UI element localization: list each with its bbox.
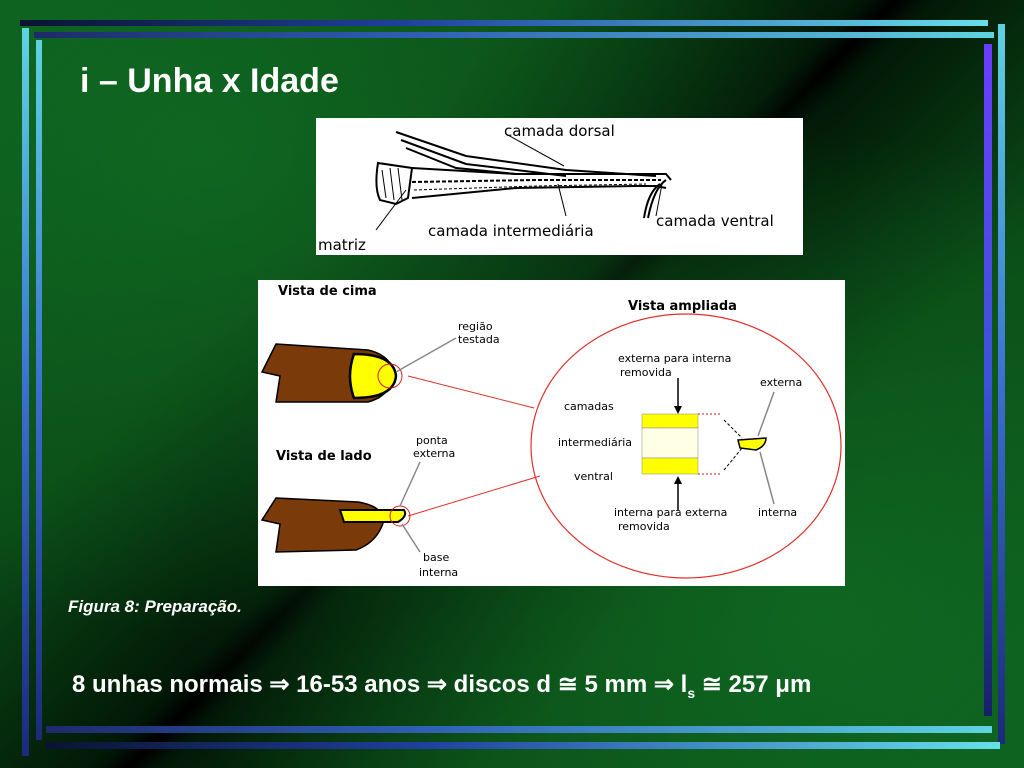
label-intermediaria: intermediária <box>558 436 632 449</box>
label-vista-ampliada: Vista ampliada <box>628 299 737 314</box>
summary-text-1: 8 unhas normais <box>72 671 270 698</box>
label-camada-dorsal: camada dorsal <box>504 122 615 140</box>
subscript-s: s <box>687 684 696 701</box>
label-testada: testada <box>458 333 500 346</box>
label-ponta: ponta <box>416 434 448 447</box>
label-ventral: ventral <box>574 470 613 483</box>
label-camadas: camadas <box>564 400 614 413</box>
frame-top-bar <box>34 32 994 38</box>
label-vista-de-cima: Vista de cima <box>278 284 377 299</box>
frame-bottom-bar <box>46 726 992 733</box>
label-ext-int-2: removida <box>620 366 672 379</box>
implies-symbol-2: ⇒ <box>426 671 448 698</box>
approx-symbol-1: ≅ <box>557 671 578 698</box>
summary-text-2: 16-53 anos <box>289 671 427 698</box>
label-externa-ponta: externa <box>413 447 455 460</box>
label-camada-ventral: camada ventral <box>656 212 774 230</box>
frame-right-bar <box>984 44 992 716</box>
implies-symbol-3: ⇒ <box>653 671 674 698</box>
label-externa: externa <box>760 376 802 389</box>
finger-top-view <box>260 343 403 403</box>
layered-disc <box>641 413 720 475</box>
summary-text-3: discos d <box>447 671 558 698</box>
figure-caption: Figura 8: Preparação. <box>68 597 242 616</box>
preparation-figure: Vista de cima Vista ampliada região test… <box>258 280 845 586</box>
implies-symbol-1: ⇒ <box>269 671 290 698</box>
slide-title: i – Unha x Idade <box>80 62 339 100</box>
frame-left-inner-bar <box>36 40 42 740</box>
finger-side-view <box>260 497 411 553</box>
nail-layers-figure: camada dorsal matriz camada intermediári… <box>316 118 803 255</box>
label-matriz: matriz <box>318 236 366 254</box>
label-int-ext-1: interna para externa <box>614 506 727 519</box>
frame-right-outer-bar <box>998 24 1005 744</box>
label-camada-intermediaria: camada intermediária <box>428 222 594 240</box>
label-ext-int-1: externa para interna <box>618 352 731 365</box>
mu-symbol: μ <box>775 671 790 698</box>
label-int-ext-2: removida <box>618 520 670 533</box>
frame-left-bar <box>22 28 29 756</box>
tested-region-marker <box>377 363 403 389</box>
label-regiao: região <box>458 320 493 333</box>
summary-text-7: m <box>789 671 812 698</box>
zoom-circle <box>530 313 842 579</box>
label-interna: interna <box>758 506 797 519</box>
summary-text-6: 257 <box>721 671 776 698</box>
summary-line: 8 unhas normais ⇒ 16-53 anos ⇒ discos d … <box>72 670 811 701</box>
summary-text-4: 5 mm <box>577 671 654 698</box>
tip-shape <box>723 419 767 471</box>
nail-cross-section-drawing <box>375 131 672 231</box>
frame-bottom-outer-bar <box>46 742 1000 749</box>
approx-symbol-2: ≅ <box>695 671 722 698</box>
summary-text-5: l <box>673 671 688 698</box>
label-interna-base: interna <box>419 566 458 579</box>
label-base: base <box>423 551 449 564</box>
frame-top-dark-bar <box>20 20 988 26</box>
label-vista-de-lado: Vista de lado <box>276 449 372 464</box>
